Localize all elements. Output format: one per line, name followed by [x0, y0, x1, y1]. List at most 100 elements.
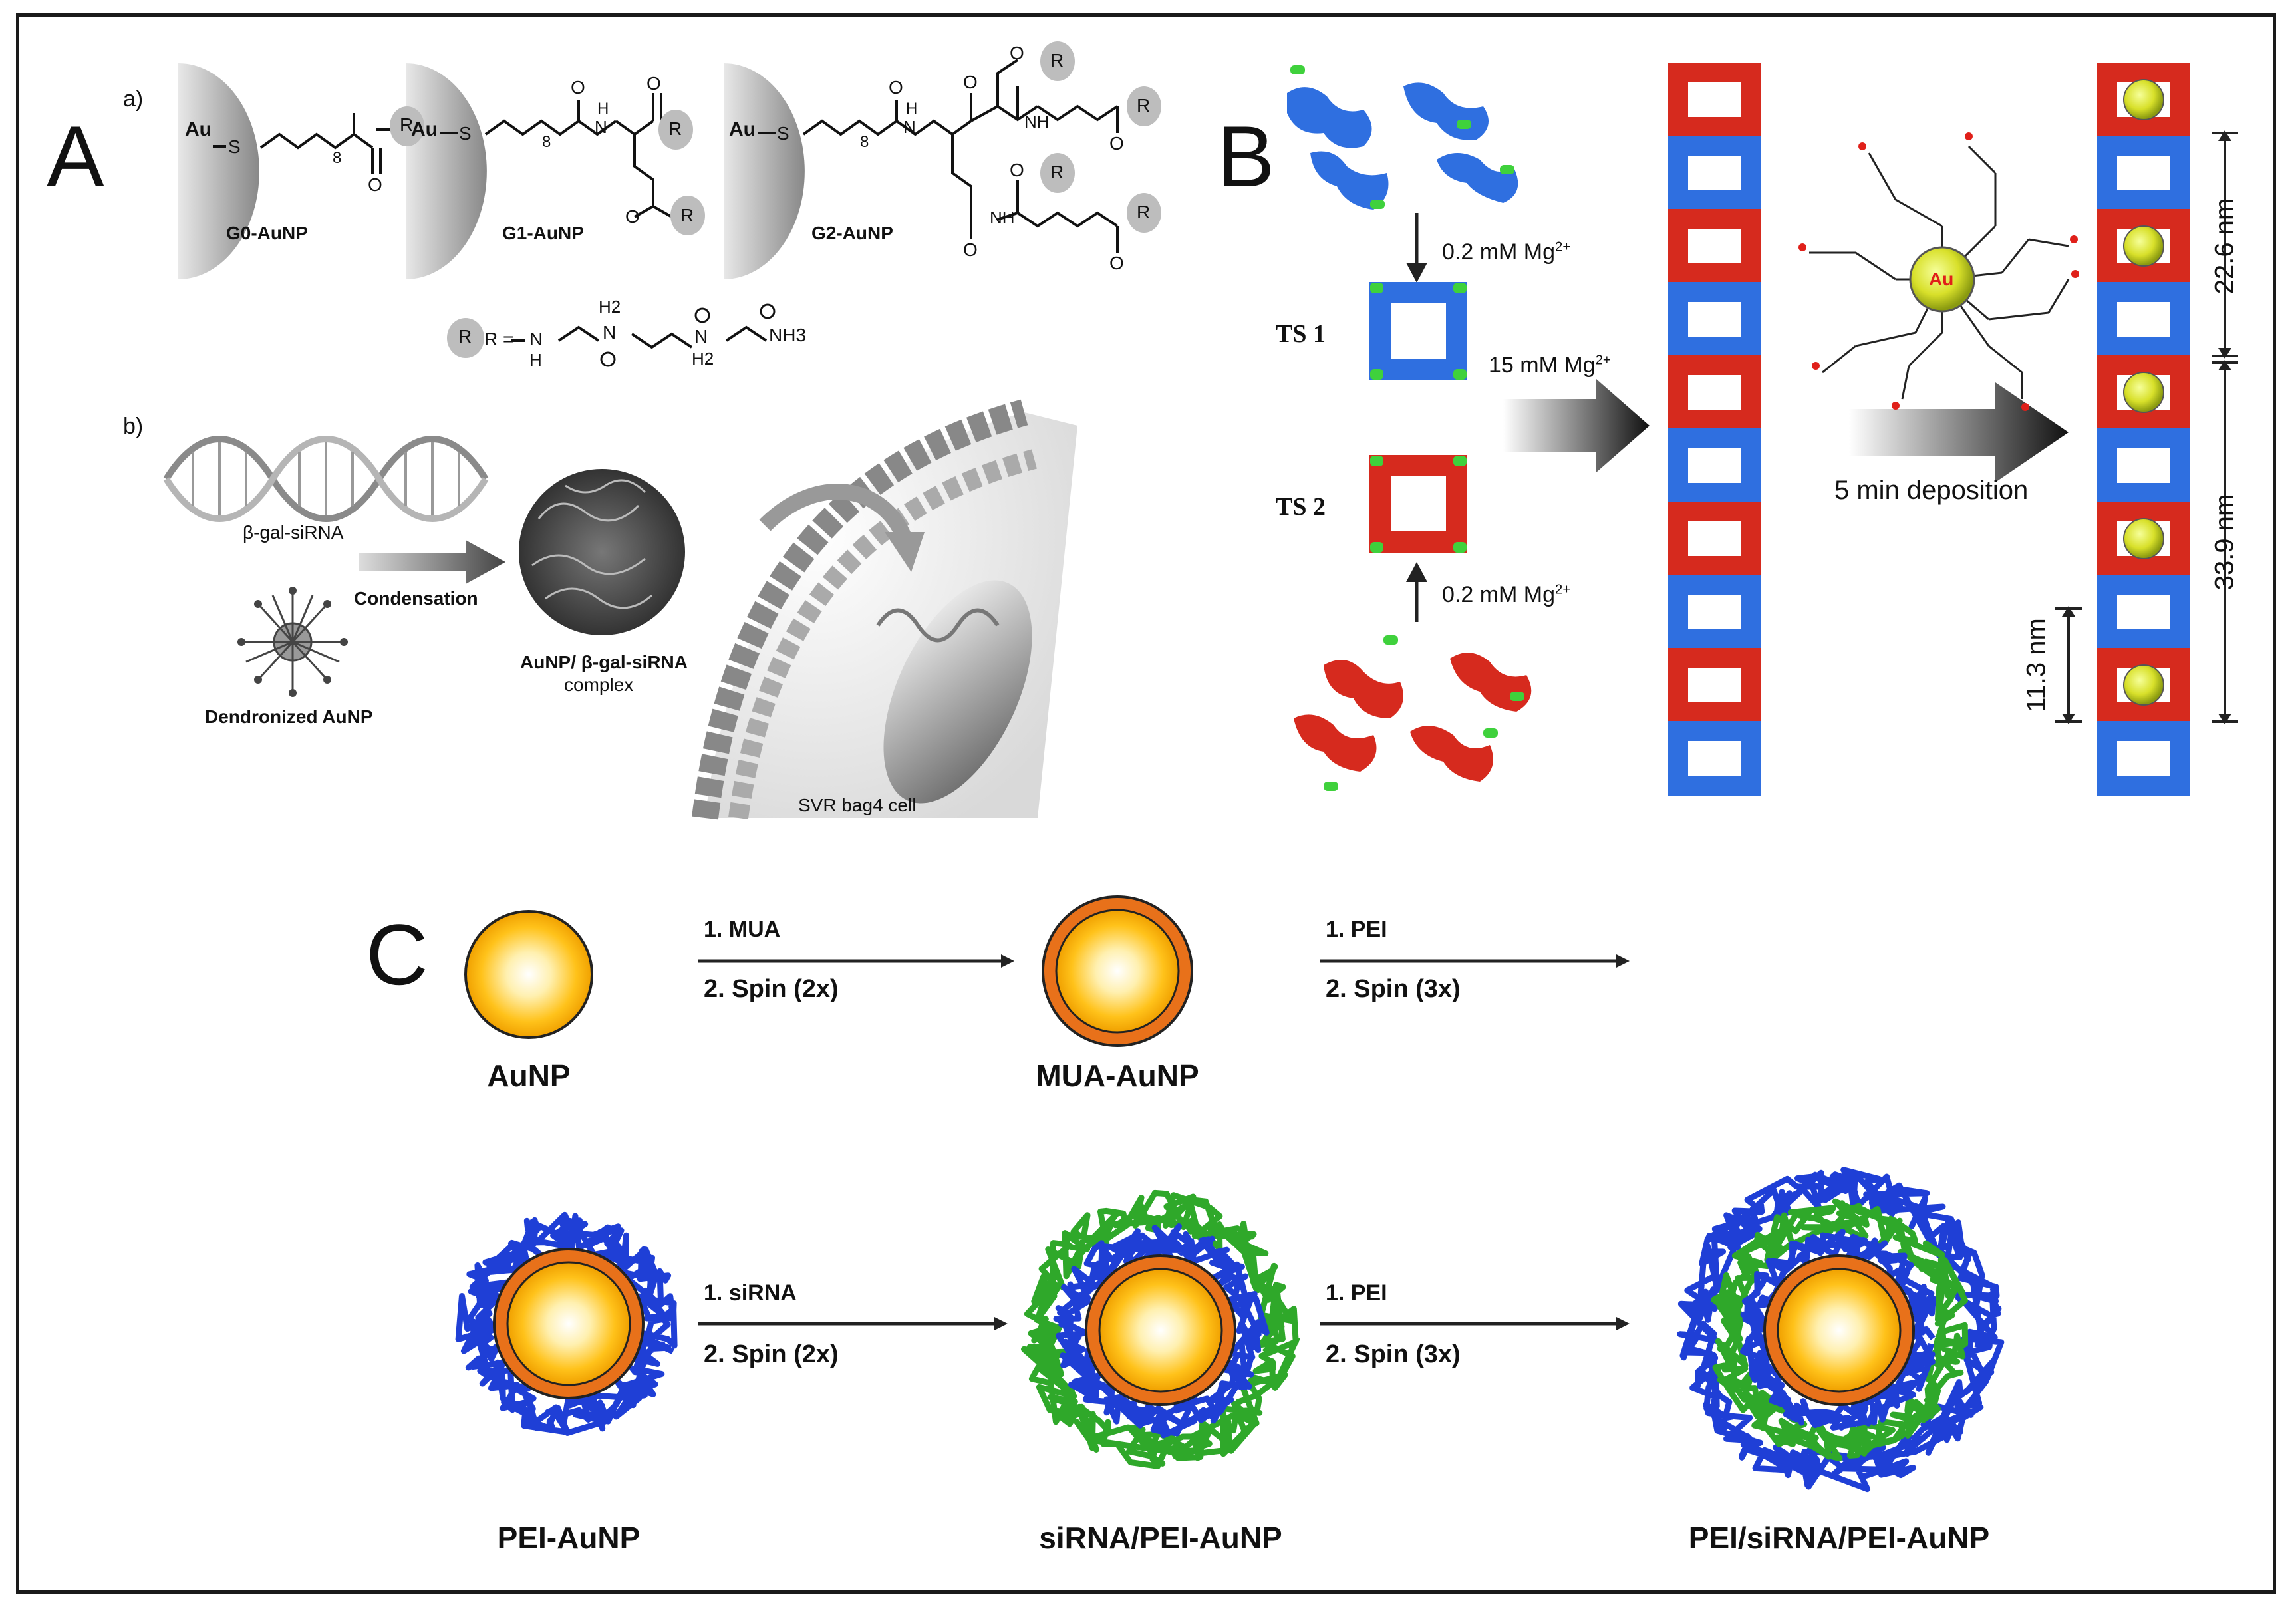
polymer-coil — [455, 1211, 678, 1436]
pei-sirna-pei-aunp — [1677, 1167, 2005, 1493]
red-tile-monomers — [1294, 653, 1532, 782]
dendron-tips — [237, 587, 348, 697]
gold-nanoparticle — [2123, 518, 2164, 559]
step1-line2: 2. Spin (2x) — [704, 975, 839, 1003]
mg-label-mid: 15 mM Mg2+ — [1489, 353, 1611, 378]
polymer-coil — [1053, 1223, 1270, 1439]
gold-surface-g0 — [178, 63, 259, 279]
r-group-g0 — [390, 106, 424, 146]
condensation-arrow — [359, 540, 505, 584]
ribbon-tile — [1668, 648, 1761, 722]
uptake-arrow — [759, 484, 913, 542]
sulfur-g1: S — [459, 123, 472, 144]
dimension-lines — [2055, 132, 2238, 723]
r-label-g1b: R — [680, 205, 694, 225]
ribbon-tile — [2097, 428, 2190, 503]
panel-letter-a: A — [47, 108, 104, 205]
sirna-complex — [519, 469, 685, 635]
r-group-g2d — [1127, 193, 1161, 233]
sulfur-g0: S — [228, 136, 241, 157]
r-h2a: H2 — [599, 297, 621, 317]
ribbon-tile — [2097, 136, 2190, 210]
aunp-core — [464, 910, 593, 1039]
gold-nanoparticle — [2123, 225, 2164, 267]
label-sirna-pei-aunp: siRNA/PEI-AuNP — [1039, 1521, 1282, 1555]
sirna-pei-aunp — [1021, 1189, 1300, 1469]
oxygen-g1b: O — [646, 73, 661, 94]
ts1-sticky-ends — [1370, 283, 1467, 380]
ribbon-tile — [2097, 721, 2190, 796]
ribbon-tile — [2097, 648, 2190, 722]
r-group-g2b — [1127, 86, 1161, 126]
ribbon-tile — [1668, 209, 1761, 283]
au-core-label: Au — [1929, 269, 1954, 289]
sirna-helix — [163, 436, 489, 522]
dimension-11-3: 11.3 nm — [2021, 618, 2051, 712]
blue-tile-monomers — [1287, 82, 1518, 210]
r-nh3: NH3 — [769, 325, 807, 345]
label-mua-aunp: MUA-AuNP — [1036, 1058, 1199, 1093]
oxygen-g2c: O — [1010, 43, 1024, 63]
nucleus — [883, 580, 1032, 804]
ribbon-tile — [2097, 575, 2190, 649]
plus-charge-3 — [760, 303, 776, 319]
ts1-tile — [1369, 282, 1467, 380]
dimension-arrowheads — [2062, 130, 2231, 724]
sulfur-g2: S — [777, 123, 789, 144]
panel-b — [1287, 63, 2238, 796]
structure-label-g0: G0-AuNP — [226, 223, 308, 243]
au-symbol-g1: Au — [411, 118, 438, 140]
dimension-33-9: 33.9 nm — [2210, 494, 2239, 591]
ribbon-tile — [1668, 282, 1761, 357]
ribbon-tile — [1668, 502, 1761, 576]
ribbon-tile — [2097, 355, 2190, 430]
h-g2: H — [906, 100, 918, 118]
r-group-g1b — [670, 196, 705, 235]
sirna-rungs — [192, 442, 460, 515]
step4-line2: 2. Spin (3x) — [1326, 1340, 1461, 1368]
r-n2: N — [603, 322, 617, 343]
nanoribbon — [1666, 63, 1766, 796]
r-label-g2a: R — [1050, 50, 1064, 71]
ts2-sticky-ends — [1370, 456, 1467, 553]
green-sticky-ends-top — [1290, 65, 1514, 209]
label-sub-a: a) — [123, 86, 144, 112]
n-g2: N — [903, 117, 916, 137]
r-equals: R = — [484, 329, 514, 349]
assembly-arrow-right — [1503, 379, 1650, 472]
complex-label-line2: complex — [564, 674, 634, 695]
structure-label-g2: G2-AuNP — [811, 223, 893, 243]
complex-label-line1: AuNP/ β-gal-siRNA — [520, 652, 688, 672]
subscript-g1: 8 — [542, 133, 551, 151]
oxygen-g1c: O — [625, 206, 640, 227]
label-sub-b: b) — [123, 414, 144, 439]
nanoribbon-with-particles — [2097, 63, 2190, 796]
gold-nanoparticle — [2123, 79, 2164, 120]
step3-line2: 2. Spin (2x) — [704, 1340, 839, 1368]
r-n3: N — [694, 326, 708, 347]
sirna-label: β-gal-siRNA — [243, 522, 344, 543]
plus-charge-1 — [600, 351, 616, 367]
ribbon-tile — [1668, 63, 1761, 137]
oxygen-g2a: O — [889, 77, 903, 98]
oxygen-g2f: O — [1010, 160, 1024, 180]
panel-letter-b: B — [1217, 108, 1275, 205]
nh-g2b: NH — [990, 208, 1015, 227]
deposition-label: 5 min deposition — [1834, 476, 2029, 505]
released-sirna — [876, 608, 1000, 643]
g1-structure — [440, 93, 672, 218]
panel-c — [455, 895, 2005, 1493]
polymer-coil — [1677, 1167, 2005, 1493]
r-label-g1a: R — [668, 118, 682, 139]
gold-nanoparticle — [2123, 664, 2164, 706]
polymer-coil — [1711, 1198, 1969, 1462]
r-label-definition: R — [458, 326, 472, 347]
r-n1: N — [529, 329, 543, 349]
ts2-label: TS 2 — [1276, 493, 1326, 521]
subscript-g2: 8 — [860, 133, 869, 151]
mg-label-top: 0.2 mM Mg2+ — [1442, 239, 1571, 265]
oxygen-g2e: O — [963, 239, 978, 260]
g0-structure — [213, 113, 392, 174]
ts1-label: TS 1 — [1276, 320, 1326, 348]
